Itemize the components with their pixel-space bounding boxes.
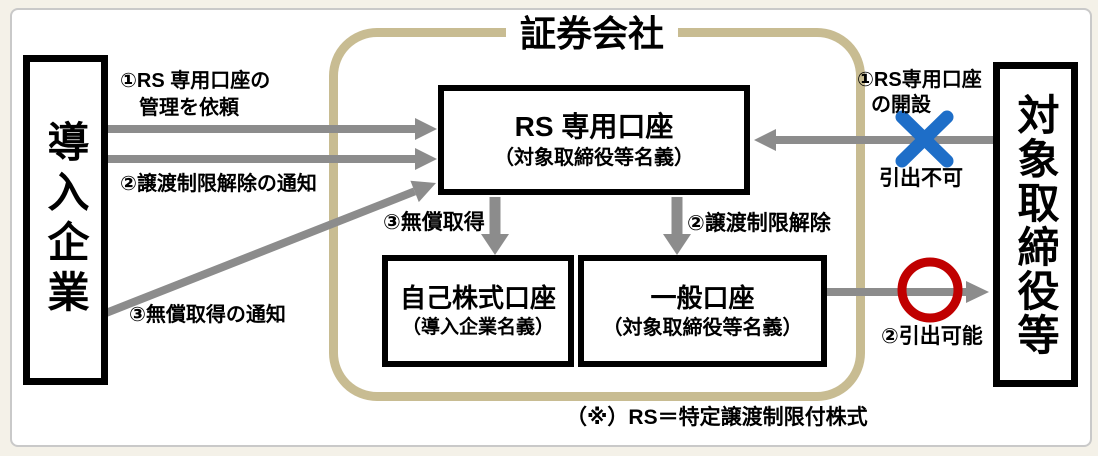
arrow-release-notice [108,148,437,170]
general-account-subtitle: （対象取締役等名義） [602,316,803,339]
label-open-account-line2: の開設 [871,94,931,116]
treasury-account-subtitle: （導入企業名義） [401,316,554,338]
general-account-box: 一般口座 （対象取締役等名義） [578,255,827,367]
label-manage-request-line2: 管理を依頼 [139,97,239,119]
label-no-withdraw: 引出不可 [879,167,963,190]
label-release-transfer: ②譲渡制限解除 [687,212,831,235]
target-directors-box: 対象取締役等 [993,62,1078,387]
label-manage-request-line1: ①RS 専用口座の [120,70,271,92]
rs-account-box: RS 専用口座 （対象取締役等名義） [438,85,750,195]
label-open-account-line1: ①RS専用口座 [857,69,982,91]
arrow-withdraw [827,281,989,303]
arrow-open-account [754,129,995,151]
target-directors-label: 対象取締役等 [1012,92,1059,357]
label-release-notice: ②譲渡制限解除の通知 [120,173,317,195]
arrow-gratis-notice [104,180,436,317]
page-frame [10,8,1092,447]
prohibited-x-icon [895,110,954,168]
treasury-account-box: 自己株式口座 （導入企業名義） [382,255,574,367]
rs-account-subtitle: （対象取締役等名義） [494,146,694,169]
securities-company-title: 証券会社 [505,12,679,56]
footnote: （※）RS＝特定譲渡制限付株式 [566,406,868,429]
rs-account-title: RS 専用口座 [514,110,674,142]
allowed-circle-icon [897,257,963,323]
label-gratis-transfer: ③無償取得 [383,211,485,234]
label-withdraw-ok: ②引出可能 [881,325,983,348]
treasury-account-title: 自己株式口座 [399,282,556,313]
introducing-company-label: 導入企業 [42,120,89,320]
arrow-release-transfer [663,197,691,255]
introducing-company-box: 導入企業 [23,55,108,385]
arrow-manage-request [108,118,437,140]
general-account-title: 一般口座 [650,282,755,313]
label-gratis-notice: ③無償取得の通知 [129,304,286,326]
arrow-gratis-transfer [481,197,509,255]
